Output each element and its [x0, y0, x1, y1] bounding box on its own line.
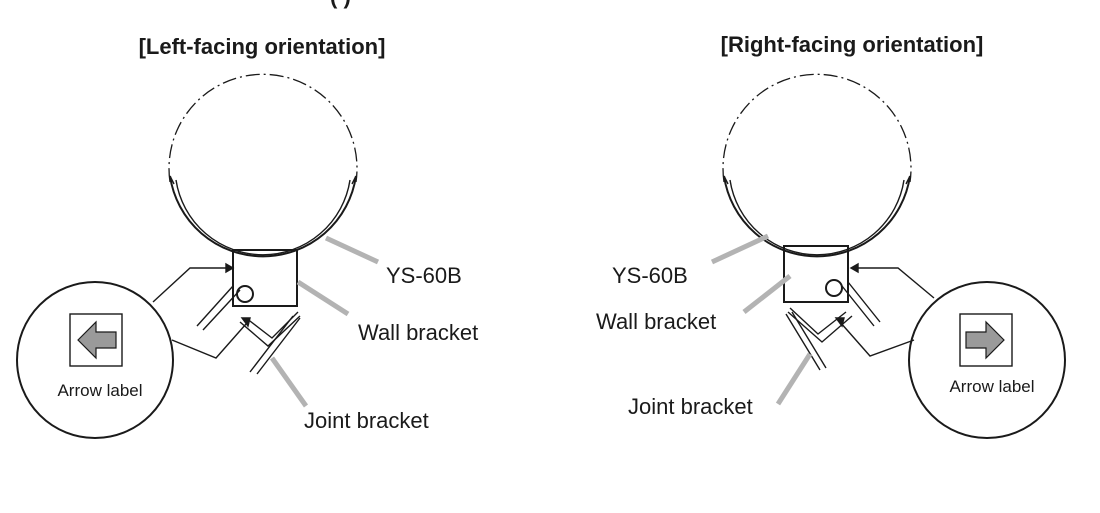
right-heading: [Right-facing orientation]	[721, 32, 984, 57]
left-clamp-band-inner	[175, 179, 351, 256]
left-label-ys60b: YS-60B	[386, 263, 462, 288]
right-arrow-label-box	[959, 313, 1013, 367]
right-wall-plate	[841, 281, 881, 327]
right-label-wall-bracket: Wall bracket	[596, 309, 716, 334]
right-label-ys60b: YS-60B	[612, 263, 688, 288]
left-heading: [Left-facing orientation]	[139, 34, 386, 59]
right-callout-line-lower	[839, 321, 915, 357]
left-leader-ys	[324, 235, 380, 265]
left-wall-plate	[196, 285, 241, 331]
right-label-joint-bracket: Joint bracket	[628, 394, 753, 419]
right-callout-arrowhead-lower	[834, 317, 845, 328]
right-band-ends	[723, 175, 911, 185]
right-joint-bracket-plate	[785, 311, 827, 371]
right-leader-ys	[710, 233, 770, 265]
right-speaker-outline	[722, 73, 912, 183]
left-leader-joint	[269, 356, 309, 408]
right-clamp-band	[723, 175, 911, 258]
left-callout-line-upper	[152, 267, 226, 303]
right-orientation-panel: [Right-facing orientation] Arrow label Y…	[596, 32, 1066, 439]
left-band-ends	[169, 175, 357, 185]
left-wall-bracket-block	[232, 249, 298, 307]
left-arrow-label-text: Arrow label	[57, 381, 142, 400]
right-clamp-band-inner	[729, 179, 905, 256]
top-heading-fragment: ( )	[330, 0, 351, 9]
right-arrow-icon	[965, 320, 1005, 360]
left-leader-wall	[296, 279, 350, 317]
right-bracket-hole	[825, 279, 843, 297]
left-callout-arrowhead-lower	[240, 317, 251, 328]
left-bracket-hole	[236, 285, 254, 303]
right-arrow-label-text: Arrow label	[949, 377, 1034, 396]
left-orientation-panel: [Left-facing orientation] Arrow label YS…	[16, 34, 478, 439]
left-callout-arrowhead-upper	[225, 262, 235, 274]
right-arrow-label-circle	[908, 281, 1066, 439]
left-arrow-label-box	[69, 313, 123, 367]
right-leader-wall	[742, 274, 792, 314]
left-label-joint-bracket: Joint bracket	[304, 408, 429, 433]
right-callout-line-upper	[858, 267, 935, 299]
left-speaker-outline	[168, 73, 358, 183]
left-callout-line-lower	[171, 323, 247, 359]
left-arrow-icon	[77, 320, 117, 360]
left-label-wall-bracket: Wall bracket	[358, 320, 478, 345]
left-clamp-band	[169, 175, 357, 258]
right-leader-joint	[775, 352, 813, 406]
left-arrow-label-circle	[16, 281, 174, 439]
left-joint-bracket-plate	[249, 315, 301, 375]
right-wall-bracket-block	[783, 245, 849, 303]
right-callout-arrowhead-upper	[849, 262, 859, 274]
